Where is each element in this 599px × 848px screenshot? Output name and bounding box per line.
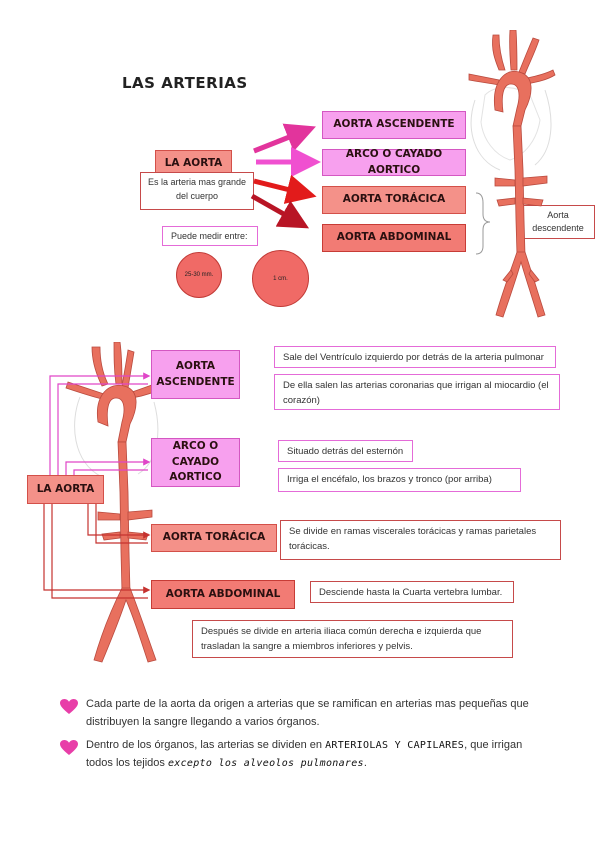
emphasis-alveolos: excepto los alveolos pulmonares <box>167 757 364 769</box>
note-abdominal-2: Después se divide en arteria iliaca comú… <box>192 620 513 658</box>
note-ascendente-1: Sale del Ventrículo izquierdo por detrás… <box>274 346 556 368</box>
bottom-section-toracica: AORTA TORÁCICA <box>151 524 277 552</box>
page-title: LAS ARTERIAS <box>122 74 248 92</box>
top-branch-arco: ARCO O CAYADO AORTICO <box>322 148 466 176</box>
top-branch-ascendente: AORTA ASCENDENTE <box>322 111 466 139</box>
note-arco-1: Situado detrás del esternón <box>278 440 413 462</box>
emphasis-arteriolas: ARTERIOLAS Y CAPILARES <box>325 740 465 751</box>
bottom-aorta-label: LA AORTA <box>27 475 104 504</box>
note-ascendente-2: De ella salen las arterias coronarias qu… <box>274 374 560 410</box>
top-aorta-desc: Es la arteria mas grande del cuerpo <box>140 172 254 210</box>
heart-icon <box>60 699 78 714</box>
bullet-1: Cada parte de la aorta da origen a arter… <box>86 698 529 728</box>
note-toracica-1: Se divide en ramas viscerales torácicas … <box>280 520 561 560</box>
top-branch-toracica: AORTA TORÁCICA <box>322 186 466 214</box>
bullet-2: Dentro de los órganos, las arterias se d… <box>86 739 523 769</box>
bottom-section-ascendente: AORTA ASCENDENTE <box>151 350 240 399</box>
aorta-illustration-top <box>468 30 556 318</box>
top-branch-abdominal: AORTA ABDOMINAL <box>322 224 466 252</box>
note-arco-2: Irriga el encéfalo, los brazos y tronco … <box>278 468 521 492</box>
bottom-section-abdominal: AORTA ABDOMINAL <box>151 580 295 609</box>
note-abdominal-1: Desciende hasta la Cuarta vertebra lumba… <box>310 581 514 603</box>
circle-big: 1 cm. <box>252 250 309 307</box>
heart-icon <box>60 740 78 755</box>
circle-small: 25-30 mm. <box>176 252 222 298</box>
measure-label: Puede medir entre: <box>162 226 258 246</box>
aorta-illustration-bottom <box>65 342 168 663</box>
bottom-section-arco: ARCO O CAYADO AORTICO <box>151 438 240 487</box>
